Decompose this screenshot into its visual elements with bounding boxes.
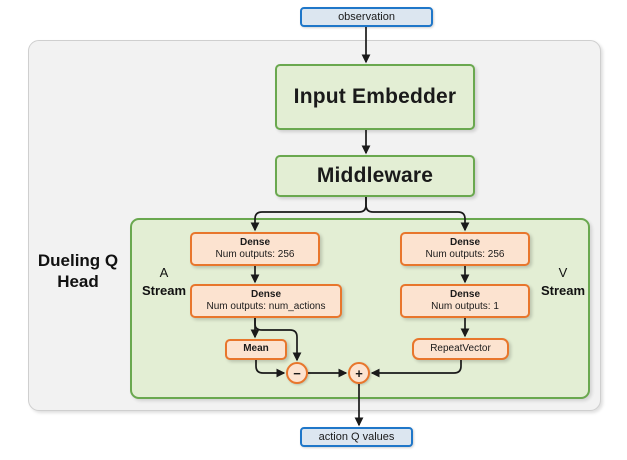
a-stream-dense-1-title: Dense <box>239 236 270 248</box>
action-q-values-label: action Q values <box>318 431 395 443</box>
v-stream-label: V Stream <box>534 264 592 299</box>
middleware-label: Middleware <box>316 164 434 187</box>
observation-label: observation <box>338 11 395 23</box>
a-stream-dense-1-node[interactable]: Dense Num outputs: 256 <box>190 232 320 266</box>
add-operator-node[interactable]: + <box>348 362 370 384</box>
a-stream-letter: A <box>159 265 169 280</box>
repeatvector-label: RepeatVector <box>430 342 491 354</box>
v-stream-dense-2-node[interactable]: Dense Num outputs: 1 <box>400 284 530 318</box>
a-stream-dense-2-subtitle: Num outputs: num_actions <box>206 301 326 312</box>
a-stream-dense-1-subtitle: Num outputs: 256 <box>215 249 295 260</box>
add-symbol: + <box>355 365 363 381</box>
v-stream-letter: V <box>558 265 568 280</box>
v-stream-dense-2-title: Dense <box>449 288 480 300</box>
middleware-node[interactable]: Middleware <box>275 155 475 197</box>
dueling-q-head-label: Dueling Q Head <box>28 250 128 293</box>
repeatvector-node[interactable]: RepeatVector <box>412 338 509 360</box>
a-stream-word: Stream <box>141 282 187 298</box>
input-embedder-node[interactable]: Input Embedder <box>275 64 475 130</box>
v-stream-dense-1-title: Dense <box>449 236 480 248</box>
input-embedder-label: Input Embedder <box>293 85 457 108</box>
a-stream-dense-2-node[interactable]: Dense Num outputs: num_actions <box>190 284 342 318</box>
mean-node[interactable]: Mean <box>225 339 287 360</box>
subtract-symbol: − <box>293 365 301 381</box>
a-stream-label: A Stream <box>136 264 192 299</box>
dueling-q-head-label-line1: Dueling Q <box>37 251 119 270</box>
v-stream-word: Stream <box>540 282 586 298</box>
v-stream-dense-1-node[interactable]: Dense Num outputs: 256 <box>400 232 530 266</box>
subtract-operator-node[interactable]: − <box>286 362 308 384</box>
mean-label: Mean <box>243 343 269 355</box>
v-stream-dense-2-subtitle: Num outputs: 1 <box>431 301 499 312</box>
v-stream-dense-1-subtitle: Num outputs: 256 <box>425 249 505 260</box>
dueling-q-head-label-line2: Head <box>57 272 99 292</box>
a-stream-dense-2-title: Dense <box>250 288 281 300</box>
action-q-values-node[interactable]: action Q values <box>300 427 413 447</box>
observation-node[interactable]: observation <box>300 7 433 27</box>
